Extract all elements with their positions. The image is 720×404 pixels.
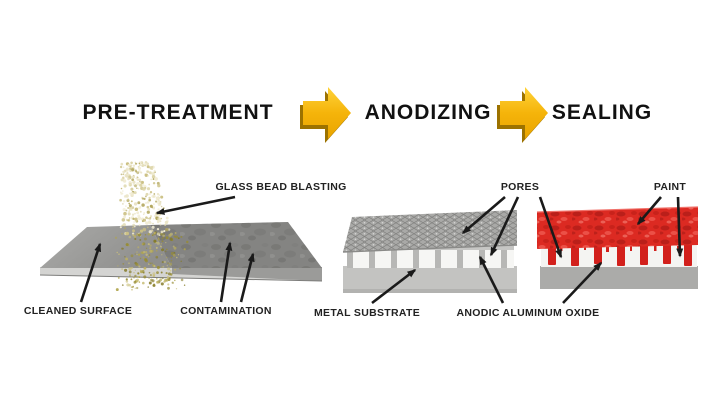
process-arrow-icon bbox=[300, 87, 351, 143]
process-arrows bbox=[300, 87, 548, 143]
cleaned-surface-label: CLEANED SURFACE bbox=[23, 305, 133, 317]
pore-layer bbox=[347, 246, 514, 268]
anodizing-sealing-leader-arrows bbox=[371, 196, 684, 305]
process-arrow-icon bbox=[497, 87, 548, 143]
sealing-illustration bbox=[536, 206, 699, 289]
step-title-sealing: SEALING bbox=[551, 101, 653, 124]
sealed-substrate-layer bbox=[540, 266, 698, 289]
pretreatment-illustration bbox=[39, 161, 323, 303]
metal-substrate-label: METAL SUBSTRATE bbox=[314, 307, 420, 319]
step-title-anodizing: ANODIZING bbox=[364, 101, 492, 124]
glass-bead-blasting-label: GLASS BEAD BLASTING bbox=[215, 181, 347, 193]
anodic-aluminum-oxide-label: ANODIC ALUMINUM OXIDE bbox=[456, 307, 600, 319]
paint-filled-pores bbox=[548, 243, 692, 266]
step-title-pretreatment: PRE-TREATMENT bbox=[82, 101, 274, 124]
honeycomb-surface bbox=[343, 210, 517, 252]
anodizing-illustration bbox=[342, 210, 518, 293]
contamination-label: CONTAMINATION bbox=[180, 305, 272, 317]
paint-layer bbox=[537, 207, 698, 249]
paint-label: PAINT bbox=[653, 181, 687, 193]
pretreatment-leader-arrows bbox=[79, 195, 255, 303]
pores-label: PORES bbox=[500, 181, 540, 193]
